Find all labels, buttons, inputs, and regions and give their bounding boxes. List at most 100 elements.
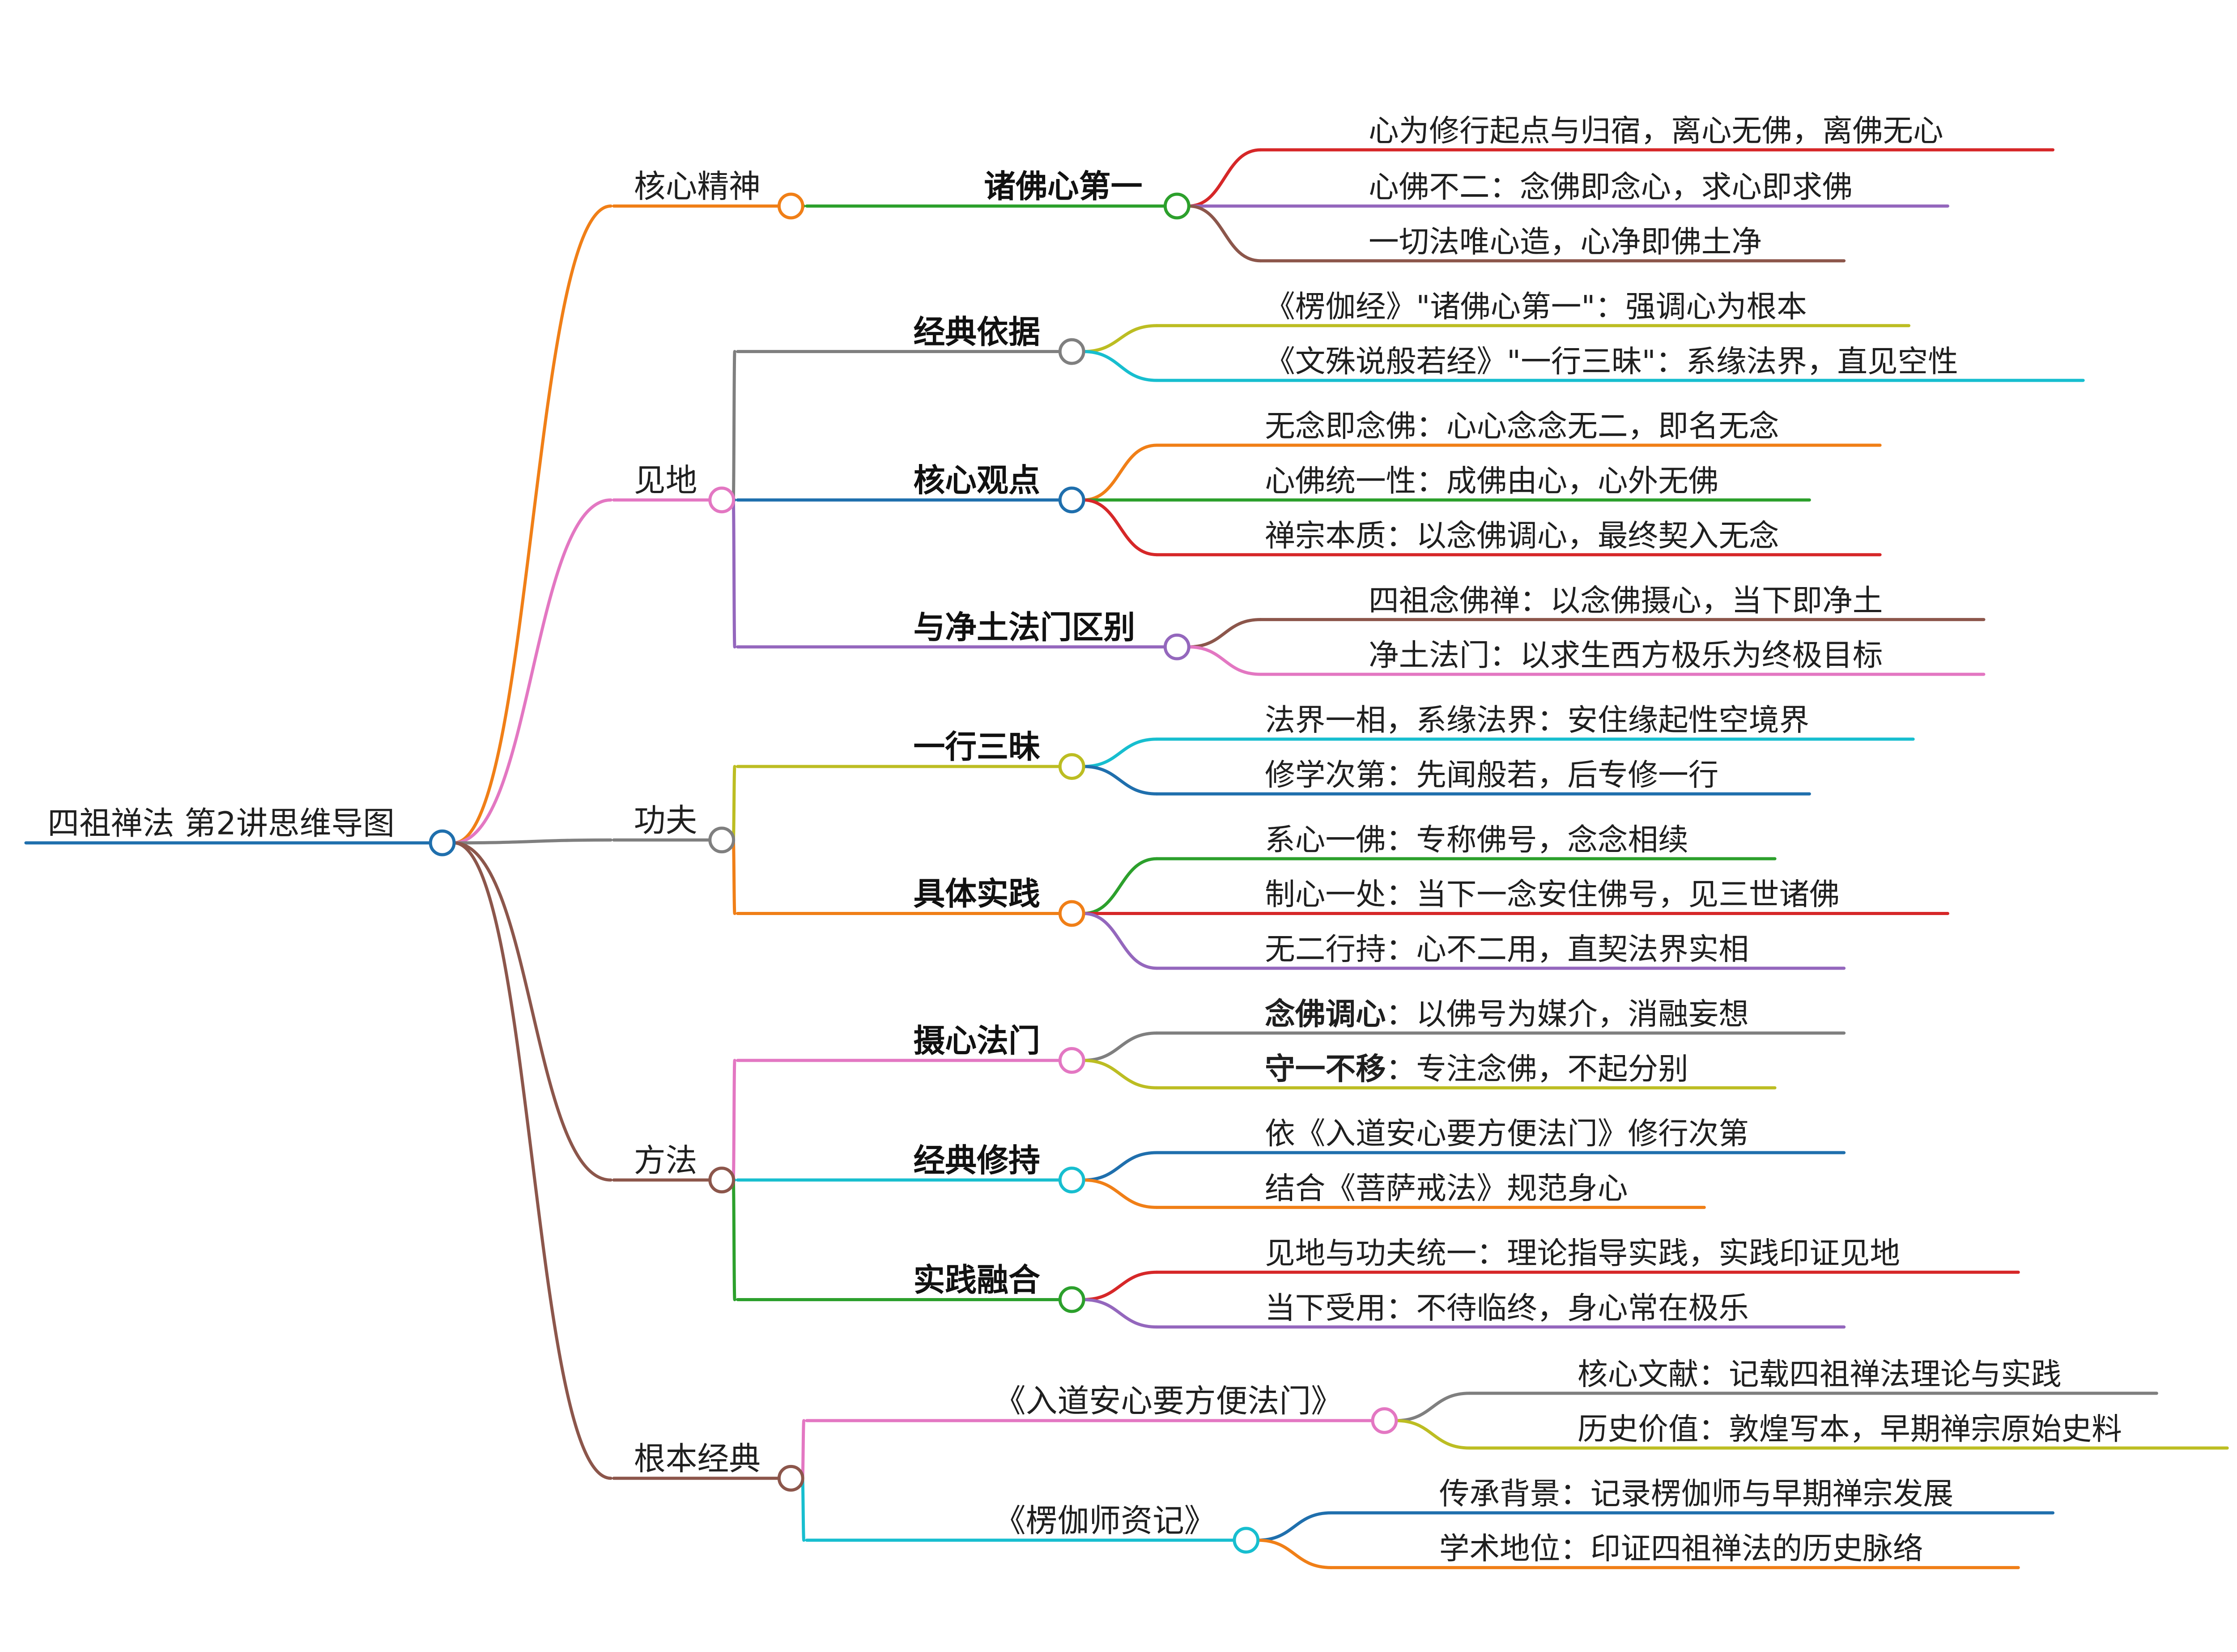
edge-subtopic-to-leaf: [1081, 1031, 1159, 1062]
edge-branch-to-subtopic: [731, 1178, 736, 1301]
edge-branch-to-subtopic: [731, 1059, 736, 1182]
edge-root-to-branch: [452, 841, 612, 1182]
subtopic-label: 《楞伽师资记》: [994, 1502, 1216, 1539]
leaf-text: 无念即念佛：心心念念无二，即名无念: [1265, 409, 1779, 444]
subtopic-node[interactable]: [1058, 1286, 1085, 1313]
branch-label: 见地: [634, 462, 697, 499]
leaf-detail: 传承背景：记录楞伽师与早期禅宗发展: [1439, 1476, 1953, 1511]
edge-branch-to-subtopic: [801, 1477, 806, 1542]
edge-subtopic-to-leaf: [1081, 1298, 1159, 1329]
leaf-detail: 无二行持：心不二用，直契法界实相: [1265, 932, 1749, 967]
leaf-detail: 《文殊说般若经》"一行三昧"：系缘法界，直见空性: [1265, 344, 1958, 379]
branch-label: 根本经典: [634, 1440, 761, 1477]
leaf-detail: 修学次第：先闻般若，后专修一行: [1265, 757, 1718, 792]
edge-subtopic-to-leaf: [1081, 350, 1159, 382]
edges-layer: [452, 148, 1471, 1569]
leaf-text: 历史价值：敦煌写本，早期禅宗原始史料: [1578, 1411, 2122, 1447]
subtopic-label: 一行三昧: [913, 728, 1040, 766]
leaf-term: 念佛调心: [1265, 996, 1386, 1031]
subtopic-label: 诸佛心第一: [984, 168, 1142, 205]
edge-root-to-branch: [452, 204, 612, 845]
leaf-text: 传承背景：记录楞伽师与早期禅宗发展: [1439, 1476, 1953, 1511]
edge-subtopic-to-leaf: [1081, 765, 1159, 796]
leaf-text: 心佛统一性：成佛由心，心外无佛: [1265, 463, 1718, 498]
branch-node[interactable]: [777, 1465, 804, 1492]
branch-node[interactable]: [708, 1167, 736, 1194]
leaf-text: 学术地位：印证四祖禅法的历史脉络: [1439, 1531, 1923, 1566]
leaf-detail: 系心一佛：专称佛号，念念相续: [1265, 822, 1688, 857]
edge-subtopic-to-leaf: [1187, 204, 1262, 263]
subtopic-node[interactable]: [1058, 1167, 1085, 1194]
leaf-text: 法界一相，系缘法界：安住缘起性空境界: [1265, 703, 1809, 738]
leaf-text: 结合《菩萨戒法》规范身心: [1265, 1171, 1628, 1206]
edge-subtopic-to-leaf: [1187, 148, 1262, 208]
leaf-text: 《文殊说般若经》"一行三昧"：系缘法界，直见空性: [1265, 344, 1958, 379]
subtopic-label: 经典修持: [913, 1142, 1040, 1179]
root-topic-node[interactable]: [429, 829, 456, 856]
nodes-layer: [429, 192, 1398, 1554]
edge-subtopic-to-leaf: [1081, 443, 1159, 502]
edge-branch-to-subtopic: [731, 765, 736, 842]
edge-subtopic-to-leaf: [1081, 324, 1159, 353]
subtopic-node[interactable]: [1058, 753, 1085, 780]
leaf-text: 《楞伽经》"诸佛心第一"：强调心为根本: [1265, 289, 1807, 324]
branch-label: 核心精神: [634, 168, 761, 205]
leaf-detail: 净土法门：以求生西方极乐为终极目标: [1369, 638, 1883, 673]
edge-subtopic-to-leaf: [1081, 857, 1159, 915]
leaf-detail: 四祖念佛禅：以念佛摄心，当下即净土: [1369, 583, 1883, 618]
leaf-detail: 《楞伽经》"诸佛心第一"：强调心为根本: [1265, 289, 1807, 324]
edge-subtopic-to-leaf: [1081, 737, 1159, 768]
edge-subtopic-to-leaf: [1081, 911, 1159, 970]
branch-node[interactable]: [708, 826, 736, 854]
leaf-detail: 禅宗本质：以念佛调心，最终契入无念: [1265, 518, 1779, 553]
leaf-text: 禅宗本质：以念佛调心，最终契入无念: [1265, 518, 1779, 553]
leaf-text: 守一不移：专注念佛，不起分别: [1265, 1051, 1688, 1086]
edge-subtopic-to-leaf: [1394, 1419, 1471, 1450]
edge-root-to-branch: [452, 841, 612, 1480]
branch-label: 功夫: [634, 802, 697, 839]
leaf-detail: 核心文献：记载四祖禅法理论与实践: [1578, 1356, 2062, 1392]
edge-subtopic-to-leaf: [1081, 498, 1159, 557]
edge-subtopic-to-leaf: [1256, 1511, 1333, 1542]
subtopic-label: 摄心法门: [913, 1022, 1040, 1060]
leaf-detail: 心佛不二：念佛即念心，求心即求佛: [1369, 169, 1853, 204]
leaf-detail: 学术地位：印证四祖禅法的历史脉络: [1439, 1531, 1923, 1566]
leaf-detail: 心为修行起点与归宿，离心无佛，离佛无心: [1369, 113, 1944, 149]
subtopic-node[interactable]: [1371, 1407, 1398, 1434]
leaf-term: 守一不移: [1265, 1051, 1386, 1086]
leaf-detail: 历史价值：敦煌写本，早期禅宗原始史料: [1578, 1411, 2122, 1447]
edge-root-to-branch: [452, 838, 612, 845]
subtopic-node[interactable]: [1058, 486, 1085, 514]
leaf-detail: 当下受用：不待临终，身心常在极乐: [1265, 1290, 1749, 1325]
leaf-text: 修学次第：先闻般若，后专修一行: [1265, 757, 1718, 792]
leaf-detail: ：专注念佛，不起分别: [1386, 1051, 1688, 1086]
subtopic-label: 核心观点: [913, 462, 1040, 499]
leaf-detail: 见地与功夫统一：理论指导实践，实践印证见地: [1265, 1235, 1900, 1271]
leaf-detail: 制心一处：当下一念安住佛号，见三世诸佛: [1265, 877, 1840, 912]
edge-subtopic-to-leaf: [1256, 1538, 1333, 1569]
edge-branch-to-subtopic: [731, 498, 736, 649]
subtopic-label: 与净土法门区别: [913, 609, 1135, 646]
subtopic-node[interactable]: [1233, 1527, 1260, 1554]
leaf-detail: 依《入道安心要方便法门》修行次第: [1265, 1116, 1749, 1151]
leaf-text: 无二行持：心不二用，直契法界实相: [1265, 932, 1749, 967]
edge-subtopic-to-leaf: [1081, 1151, 1159, 1182]
subtopic-node[interactable]: [1058, 1047, 1085, 1074]
leaf-text: 核心文献：记载四祖禅法理论与实践: [1578, 1356, 2062, 1392]
subtopic-node[interactable]: [1163, 633, 1191, 660]
edge-subtopic-to-leaf: [1394, 1392, 1471, 1422]
edge-subtopic-to-leaf: [1081, 1270, 1159, 1301]
subtopic-node[interactable]: [1058, 900, 1085, 927]
leaf-text: 净土法门：以求生西方极乐为终极目标: [1369, 638, 1883, 673]
leaf-text: 念佛调心：以佛号为媒介，消融妄想: [1265, 996, 1749, 1031]
leaf-text: 系心一佛：专称佛号，念念相续: [1265, 822, 1688, 857]
leaf-detail: 结合《菩萨戒法》规范身心: [1265, 1171, 1628, 1206]
leaf-detail: 无念即念佛：心心念念无二，即名无念: [1265, 409, 1779, 444]
branch-node[interactable]: [708, 486, 736, 514]
leaf-text: 心佛不二：念佛即念心，求心即求佛: [1369, 169, 1853, 204]
subtopic-node[interactable]: [1163, 192, 1191, 220]
branch-node[interactable]: [777, 192, 804, 220]
leaf-text: 心为修行起点与归宿，离心无佛，离佛无心: [1369, 113, 1944, 149]
subtopic-node[interactable]: [1058, 338, 1085, 365]
